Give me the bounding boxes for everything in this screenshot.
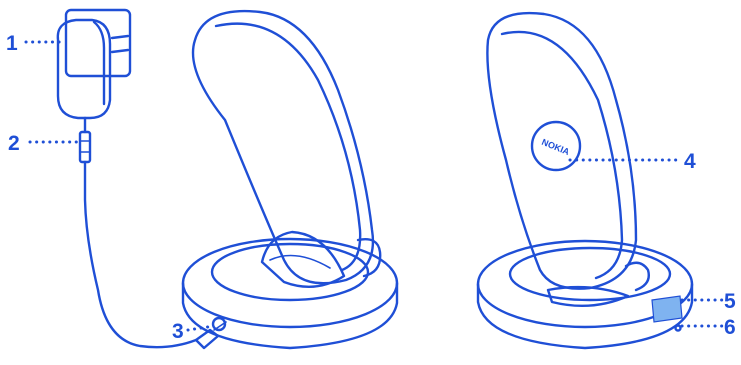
callout-4: 4: [684, 150, 696, 173]
callout-numbers: 1 2 3 4 5 6: [6, 32, 736, 343]
charger-cable: [78, 116, 227, 350]
callout-5: 5: [724, 290, 736, 313]
indicator-light: [651, 295, 683, 323]
wall-charger: [56, 8, 132, 120]
callout-1: 1: [6, 32, 18, 55]
callout-leaders: [24, 40, 724, 332]
pad-logo: NOKIA: [540, 137, 571, 157]
callout-3: 3: [172, 320, 184, 343]
charging-stand-front: NOKIA: [476, 11, 694, 350]
callout-6: 6: [724, 316, 736, 339]
charging-area-circle: [530, 120, 582, 172]
callout-2: 2: [8, 132, 20, 155]
charging-stand-back: [181, 10, 399, 350]
